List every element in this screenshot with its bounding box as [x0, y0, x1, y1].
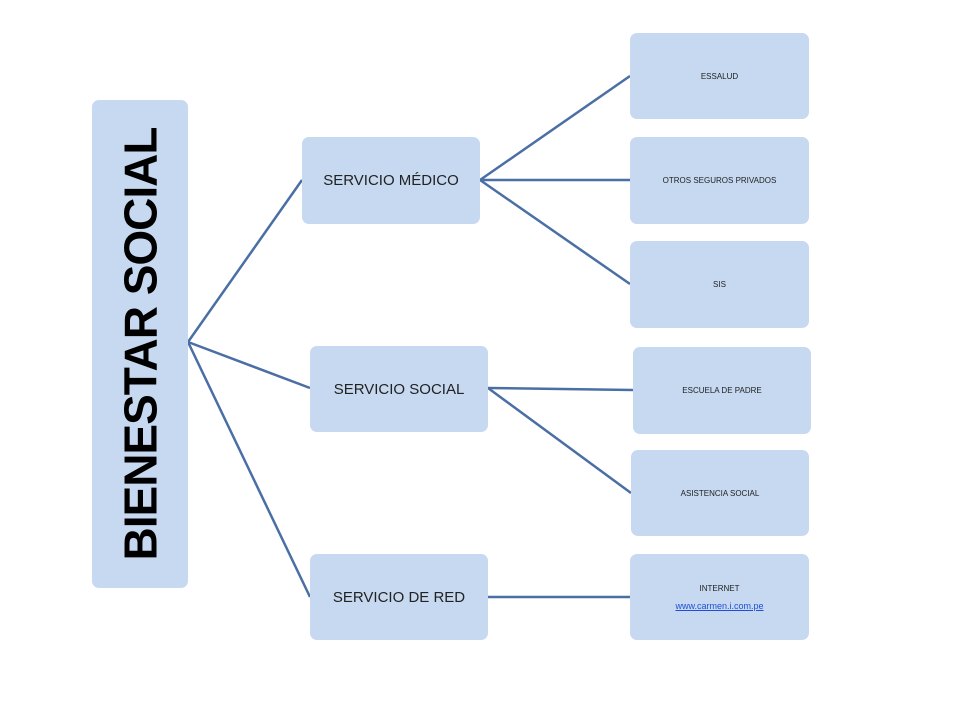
leaf-node-label: INTERNET	[699, 583, 740, 593]
leaf-node-sis: SIS	[630, 241, 809, 328]
branch-node-servicio-medico: SERVICIO MÉDICO	[302, 137, 480, 224]
branch-node-servicio-de-red: SERVICIO DE RED	[310, 554, 488, 640]
connector-root-red	[186, 341, 312, 598]
root-node-label: BIENESTAR SOCIAL	[114, 127, 167, 561]
connector-social-asistencia	[487, 386, 632, 495]
leaf-node-essalud: ESSALUD	[630, 33, 809, 119]
leaf-node-label: ESSALUD	[700, 71, 739, 81]
internet-link[interactable]: www.carmen.i.com.pe	[675, 600, 764, 611]
connector-medico-essalud	[479, 74, 631, 182]
leaf-node-label: OTROS SEGUROS PRIVADOS	[662, 176, 777, 185]
connector-root-medico	[186, 179, 304, 343]
leaf-node-otros-seguros: OTROS SEGUROS PRIVADOS	[630, 137, 809, 224]
connector-medico-sis	[479, 178, 631, 286]
root-node-bienestar-social: BIENESTAR SOCIAL	[92, 100, 188, 588]
leaf-node-internet: INTERNET www.carmen.i.com.pe	[630, 554, 809, 640]
leaf-node-escuela-de-padre: ESCUELA DE PADRE	[633, 347, 811, 434]
branch-node-label: SERVICIO SOCIAL	[333, 380, 465, 398]
leaf-node-label: ESCUELA DE PADRE	[682, 386, 762, 395]
connector-root-social	[187, 340, 311, 390]
leaf-node-asistencia-social: ASISTENCIA SOCIAL	[631, 450, 809, 536]
leaf-node-label: SIS	[713, 280, 726, 289]
leaf-node-label: ASISTENCIA SOCIAL	[680, 488, 760, 498]
branch-node-label: SERVICIO DE RED	[332, 588, 466, 606]
branch-node-servicio-social: SERVICIO SOCIAL	[310, 346, 488, 432]
connector-social-escuela	[487, 386, 634, 392]
branch-node-label: SERVICIO MÉDICO	[323, 172, 459, 189]
